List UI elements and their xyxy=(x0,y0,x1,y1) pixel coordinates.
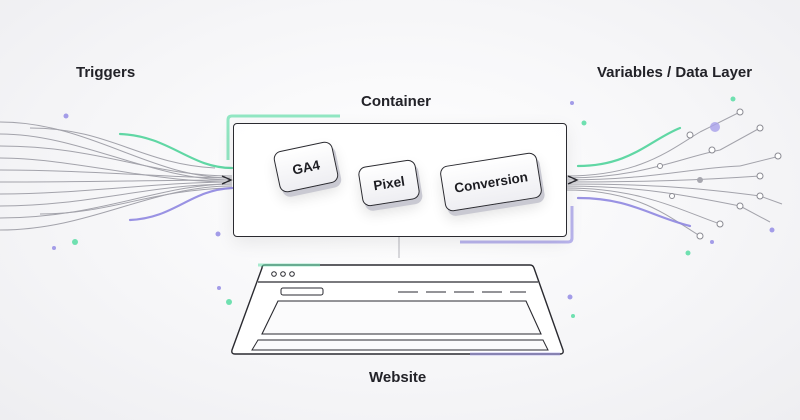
data-layer-dots xyxy=(685,96,775,256)
container-purple-accent xyxy=(460,206,574,244)
arrow-right-icon xyxy=(221,175,233,185)
trigger-wires xyxy=(0,121,233,231)
data-layer-wires xyxy=(565,111,783,237)
container-green-accent xyxy=(226,114,340,160)
trigger-highlight-wires xyxy=(118,132,234,222)
data-layer-highlight-wires xyxy=(576,126,692,228)
website-label: Website xyxy=(369,369,427,386)
data-layer-nodes xyxy=(657,108,782,240)
container-label: Container xyxy=(361,93,432,110)
decorative-dots xyxy=(52,101,587,318)
arrow-right-icon xyxy=(567,175,579,185)
variables-data-layer-label: Variables / Data Layer xyxy=(597,64,753,81)
triggers-label: Triggers xyxy=(76,64,136,81)
browser-window-icon xyxy=(231,263,564,356)
